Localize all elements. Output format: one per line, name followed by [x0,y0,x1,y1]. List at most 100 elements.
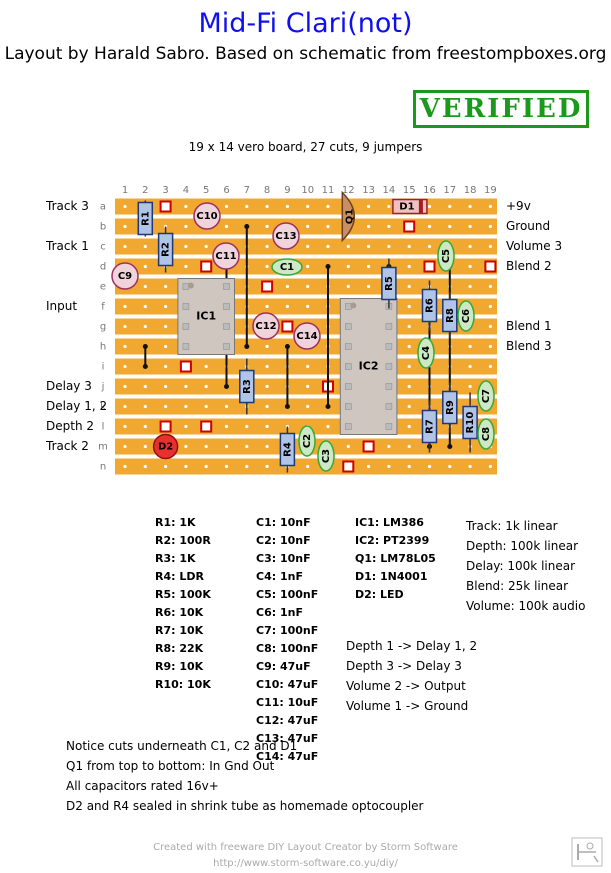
strip-hole [488,344,492,349]
board-info: 19 x 14 vero board, 27 cuts, 9 jumpers [188,140,423,154]
strip-hole [427,204,432,209]
strip-hole [285,284,289,289]
strip-hole [306,304,310,309]
strip-hole [448,204,452,209]
strip-hole [143,444,147,449]
column-label: 12 [342,185,355,196]
strip-hole [367,464,371,469]
strip-cut [403,220,416,233]
res-item: R2: 100R [155,534,211,547]
column-label: 13 [362,185,375,196]
strip-hole [265,264,269,269]
strip-hole [204,244,208,249]
strip-hole [265,384,269,389]
ic2-pin [385,383,393,390]
strip-hole [488,204,492,209]
c11-body [212,242,240,270]
strip-hole [346,244,350,249]
strip-hole [164,304,168,309]
strip-hole [468,244,472,249]
res-item: R4: LDR [155,570,204,583]
c2-label: C2 [302,434,313,448]
strip-cut [179,360,192,373]
ic2-pin [385,363,393,370]
cap-item: C2: 10nF [256,534,311,547]
row-label: e [100,282,106,293]
strip-hole [265,444,269,449]
copper-strip [115,198,497,215]
strip-hole [164,464,168,469]
strip-hole [427,464,432,469]
strip-hole [367,244,371,249]
ic2-pin [385,323,393,330]
cap-item: C12: 47uF [256,714,319,727]
right-connection-label: Volume 3 [506,238,563,253]
ic1-pin [182,343,190,350]
column-label: 1 [122,185,128,196]
strip-hole [407,344,411,349]
copper-strip [115,378,497,395]
c1-label: C1 [280,262,294,273]
strip-hole [123,404,127,409]
copper-strip [115,218,497,235]
cap-item: C5: 100nF [256,588,319,601]
semi-item: IC2: PT2399 [355,534,430,547]
c13-label: C13 [275,231,296,242]
ic2-pin [385,423,393,430]
note-item: Q1 from top to bottom: In Gnd Out [66,759,275,773]
strip-hole [245,424,249,429]
ic2-pin [345,403,352,410]
strip-hole [407,444,411,449]
column-label: 14 [383,185,396,196]
c4-body [417,337,435,369]
strip-hole [123,324,127,329]
strip-hole [468,224,472,229]
column-label: 6 [223,185,229,196]
strip-cut [159,420,172,433]
strip-hole [387,464,391,469]
row-label: g [100,322,106,333]
res-item: R8: 22K [155,642,204,655]
ic2-pin [345,363,352,370]
strip-hole [164,324,168,329]
jumper-end [142,364,148,369]
ic2-pin [385,343,393,350]
jumper-end [244,344,250,349]
strip-hole [285,304,289,309]
strip-hole [306,404,310,409]
q1-body [341,190,356,243]
r9-body [442,390,458,425]
cap-item: C14: 47uF [256,750,319,763]
cap-item: C11: 10uF [256,696,319,709]
strip-hole [204,464,208,469]
c2-body [298,425,316,457]
column-label: 9 [284,185,290,196]
c14-body [293,322,321,350]
jumper-end [325,264,331,269]
note-item: Notice cuts underneath C1, C2 and D1 [66,739,298,753]
note-item: All capacitors rated 16v+ [66,779,219,793]
strip-hole [407,464,411,469]
column-label: 19 [484,185,497,196]
cap-item: C13: 47uF [256,732,319,745]
ic2-pin [385,403,393,410]
r8-label: R8 [445,308,456,323]
strip-hole [306,264,310,269]
strip-hole [184,444,188,449]
cap-item: C4: 1nF [256,570,303,583]
r10-body [462,405,478,440]
cap-item: C1: 10nF [256,516,311,529]
res-item: R10: 10K [155,678,211,691]
r1-body [137,201,154,236]
ic2-pin [345,323,352,330]
left-connection-label: Delay 3 [46,378,92,393]
cap-item: C6: 1nF [256,606,303,619]
row-label: j [101,382,105,393]
strip-hole [407,284,411,289]
semi-item: D1: 1N4001 [355,570,428,583]
jumper-end [142,344,148,349]
c8-body [477,418,495,450]
strip-cut [200,420,213,433]
strip-cut [484,260,497,273]
left-connection-label: Input [46,298,78,313]
